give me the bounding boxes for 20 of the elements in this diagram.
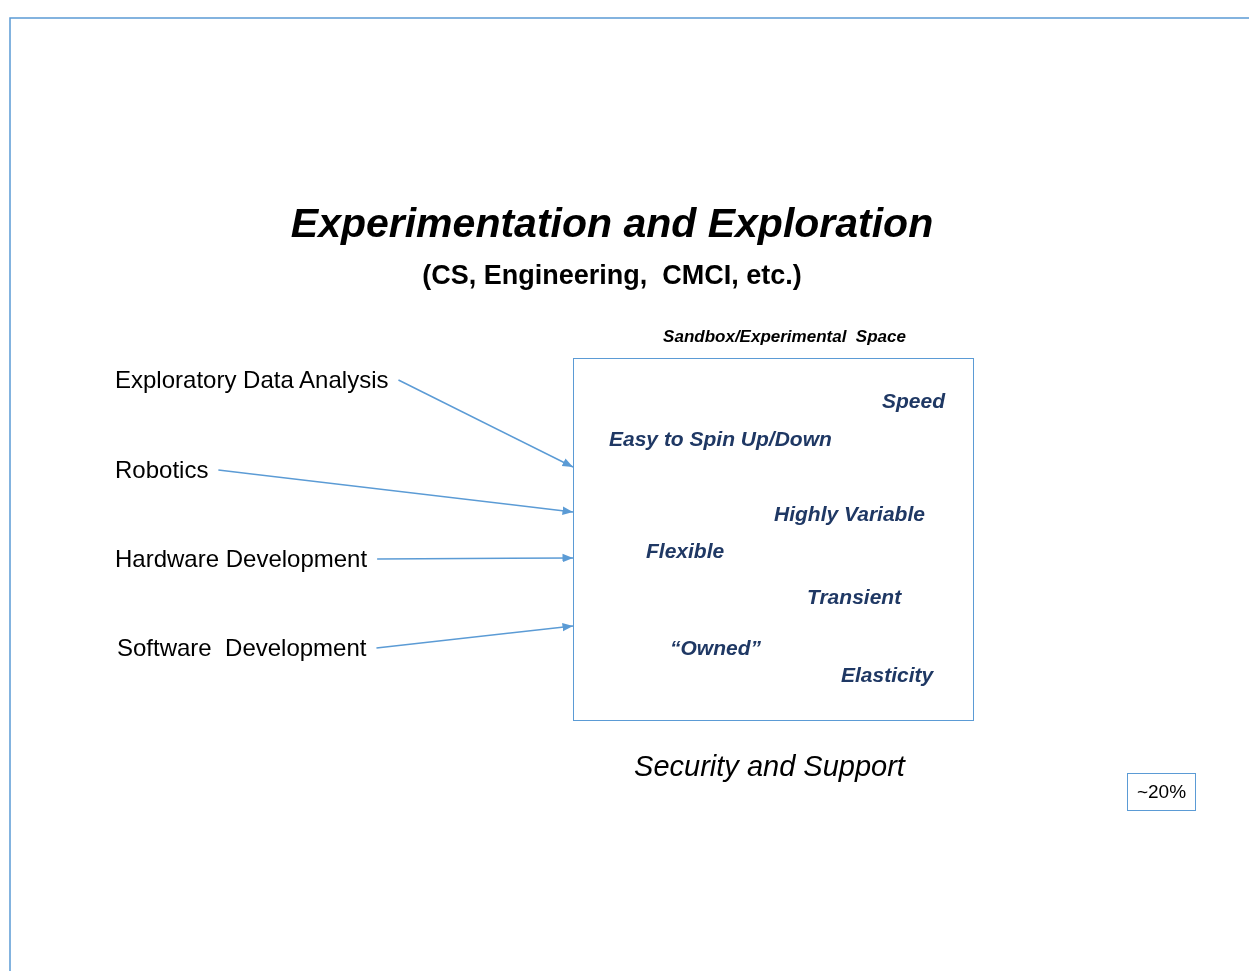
property-label: Highly Variable	[774, 502, 925, 526]
arrow	[375, 623, 574, 649]
source-label: Robotics	[115, 456, 209, 484]
property-label: “Owned”	[670, 636, 761, 660]
source-label: Software Development	[117, 634, 367, 662]
arrow	[397, 379, 574, 468]
arrow	[217, 469, 574, 515]
percentage-box: ~20%	[1127, 773, 1196, 811]
property-label: Elasticity	[841, 663, 934, 687]
box-caption: Security and Support	[633, 750, 907, 783]
property-label: Speed	[882, 389, 946, 413]
source-label: Hardware Development	[115, 545, 368, 573]
box-heading: Sandbox/Experimental Space	[662, 327, 907, 347]
property-label: Transient	[807, 585, 902, 609]
property-label: Easy to Spin Up/Down	[609, 427, 832, 451]
subtitle: (CS, Engineering, CMCI, etc.)	[421, 260, 803, 291]
arrow	[376, 553, 574, 563]
title: Experimentation and Exploration	[289, 200, 935, 247]
source-label: Exploratory Data Analysis	[115, 366, 389, 394]
property-label: Flexible	[646, 539, 725, 563]
